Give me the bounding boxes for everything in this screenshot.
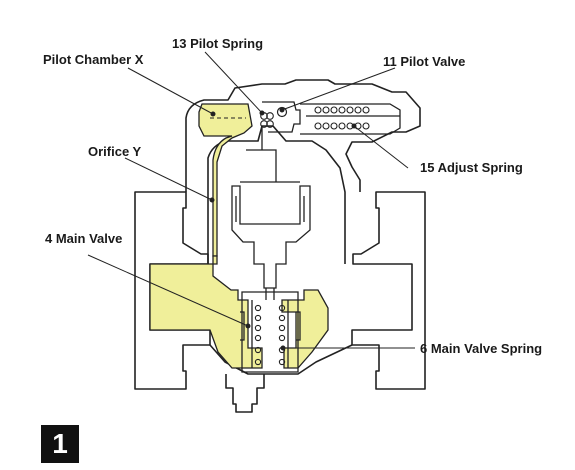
outlet-fill	[281, 289, 329, 369]
main-valve-spring	[254, 304, 286, 366]
label-pilot-spring: 13 Pilot Spring	[172, 36, 263, 51]
figure-number: 1	[52, 428, 68, 459]
pilot-chamber-fill	[198, 103, 253, 257]
internal-mechanism	[231, 101, 401, 373]
label-main-valve-spring: 6 Main Valve Spring	[420, 341, 542, 356]
label-orifice-y: Orifice Y	[88, 144, 142, 159]
valve-body-outline	[134, 79, 426, 413]
leader-lines	[87, 51, 415, 351]
label-pilot-chamber-x: Pilot Chamber X	[43, 52, 144, 67]
inlet-fill	[149, 255, 263, 369]
adjust-spring	[314, 106, 370, 130]
label-adjust-spring: 15 Adjust Spring	[420, 160, 523, 175]
label-main-valve: 4 Main Valve	[45, 231, 122, 246]
label-pilot-valve: 11 Pilot Valve	[383, 54, 465, 69]
figure-number-badge	[41, 425, 79, 463]
